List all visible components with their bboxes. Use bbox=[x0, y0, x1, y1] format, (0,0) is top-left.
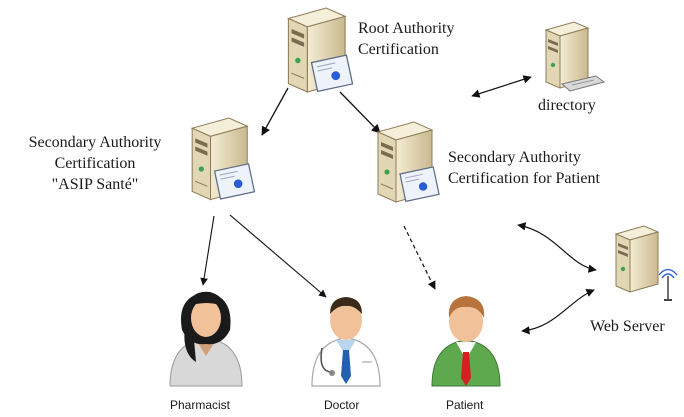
pharmacist-icon bbox=[169, 291, 243, 387]
connector-patient-ca-to-patient-dashed bbox=[403, 225, 436, 290]
web-server-label: Web Server bbox=[590, 318, 665, 335]
web-server-icon bbox=[615, 225, 678, 301]
patient-icon bbox=[431, 296, 501, 387]
connector-asip-to-doctor bbox=[229, 214, 327, 298]
asip-ca-server-icon bbox=[191, 117, 256, 201]
root-ca-server-icon bbox=[287, 7, 354, 93]
connector-root-directory bbox=[471, 75, 532, 98]
connector-root-to-asip bbox=[261, 87, 289, 136]
connector-root-to-patient-ca bbox=[339, 91, 381, 134]
directory-label: directory bbox=[538, 97, 596, 114]
connector-webserver-patient bbox=[521, 289, 595, 335]
doctor-label: Doctor bbox=[324, 398, 360, 412]
connector-asip-to-pharmacist bbox=[200, 215, 215, 286]
patient-ca-server-icon bbox=[377, 121, 440, 203]
directory-server-icon bbox=[545, 21, 606, 92]
antenna-icon bbox=[658, 268, 678, 301]
doctor-icon bbox=[311, 297, 381, 387]
connector-patient-ca-webserver bbox=[517, 222, 597, 273]
patient-ca-label: Secondary Authority Certification for Pa… bbox=[448, 149, 600, 187]
patient-label: Patient bbox=[446, 398, 484, 412]
asip-ca-label: Secondary Authority Certification "ASIP … bbox=[28, 134, 162, 193]
root-ca-label: Root Authority Certification bbox=[358, 20, 455, 58]
pharmacist-label: Pharmacist bbox=[170, 398, 231, 412]
